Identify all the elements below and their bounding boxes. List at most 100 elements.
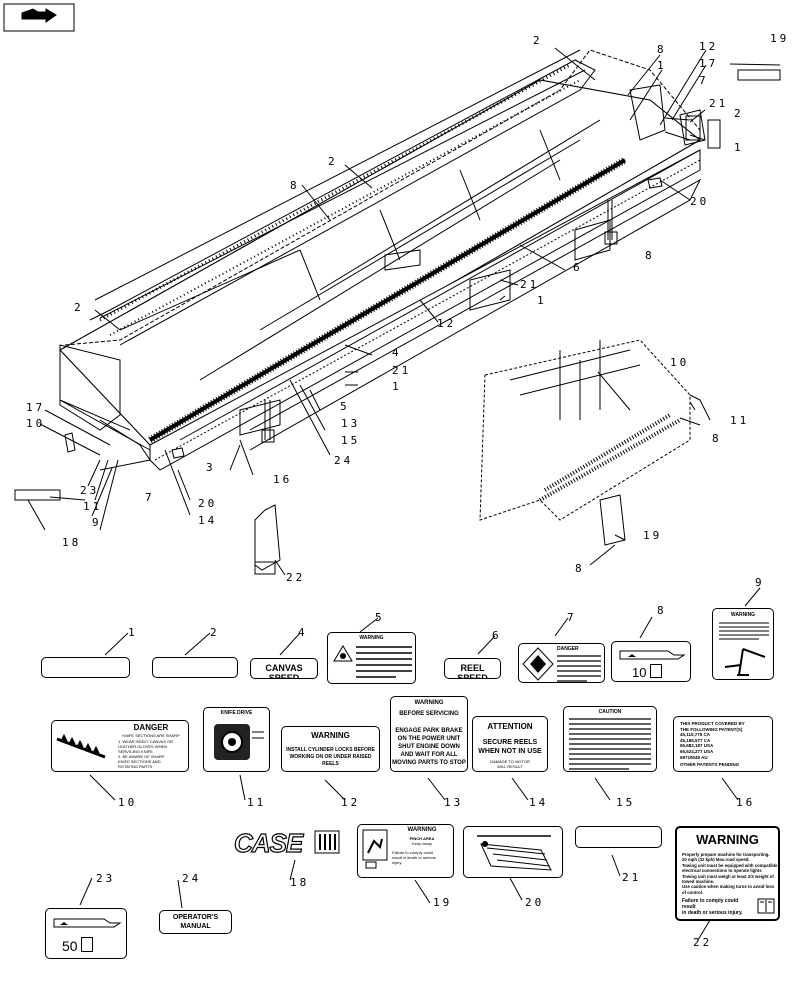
decal-number: 1 [128,626,138,639]
decal-14-header: ATTENTION [487,722,533,731]
decal-19-line: injury. [392,860,403,865]
decal-13-line: ON THE POWER UNIT [397,736,461,742]
decal-9-warning: WARNING [712,608,774,680]
callout-label: 2 [734,107,744,120]
callout-label: 8 [712,432,722,445]
decal-22-warning: WARNING Properly prepare machine for tra… [675,826,780,921]
decal-number: 22 [693,936,713,949]
decal-13-line: AND WAIT FOR ALL [400,752,458,758]
decal-19-line: result in death or serious [392,855,436,860]
decal-number: 7 [567,611,577,624]
decal-9-text-lines [719,622,769,640]
decal-13-subheader: BEFORE SERVICING [399,711,459,717]
decal-16-line: 65,682,187 USA [680,743,714,749]
decal-10-line: KNIFE SECTIONS AND [118,759,161,764]
decal-number: 18 [290,876,310,889]
decal-24-line: MANUAL [180,923,211,930]
case-logo-text: CASE [233,827,303,858]
callout-label: 2 [533,34,543,47]
decal-1-blank [41,657,130,678]
decal-13-header: WARNING [414,700,444,706]
decal-number: 12 [341,796,361,809]
decal-number: 19 [433,896,453,909]
callout-label: 8 [657,43,667,56]
level-gauge-icon [619,650,686,660]
callout-label: 1 [537,294,547,307]
decal-number: 15 [616,796,636,809]
callout-label: 12 [437,317,457,330]
decal-7-header: DANGER [557,646,579,652]
decal-22-line: 20 mph (32 kph) Max.road speed. [682,857,750,863]
pinwheel-safety-icon [522,647,554,681]
knife-drive-gearbox-icon [214,724,264,760]
decal-16-line: 45,110,775 CA [680,732,711,738]
callout-label: 19 [770,32,790,45]
decal-22-line: of control. [682,889,704,895]
callout-label: 21 [709,97,729,110]
callout-label: 4 [392,346,402,359]
callout-label: 21 [392,364,412,377]
decal-10-line: SERVICING KNIFE. [118,749,154,754]
callout-label: 20 [198,497,218,510]
decal-number: 20 [525,896,545,909]
callout-label: 12 [699,40,719,53]
callout-label: 11 [730,414,750,427]
decal-number: 23 [96,872,116,885]
callout-label: 18 [62,536,82,549]
decal-10-line: 1. WEAR HEAVY CANVAS OR [118,739,174,744]
decal-4-text: CANVAS SPEED [265,663,303,679]
decal-number: 24 [182,872,202,885]
hazard-entanglement-icon [333,645,353,662]
decal-9-header: WARNING [730,612,756,618]
decal-22-line: towed machine. [682,879,715,885]
decal-number: 21 [622,871,642,884]
decal-22-header: WARNING [696,832,759,847]
decal-12-line: WORKING ON OR UNDER RAISED REELS [289,754,372,767]
decal-5-text-lines [356,646,412,678]
callout-label: 20 [690,195,710,208]
decal-14-foot-line: WILL RESULT [497,764,523,769]
callout-label: 7 [699,74,709,87]
callout-label: 24 [334,454,354,467]
decal-number: 13 [444,796,464,809]
decal-15-text-lines [569,718,651,770]
decal-13-line: SHUT ENGINE DOWN [398,744,460,750]
decal-number: 11 [247,796,267,809]
callout-label: 10 [670,356,690,369]
decal-22-line: Towing unit must be equipped with compat… [682,862,778,868]
callout-label: 6 [573,261,583,274]
callout-label: 2 [74,301,84,314]
callout-label: 7 [145,491,155,504]
hitch-jack-icon [724,648,766,676]
callout-label: 9 [92,516,102,529]
decal-16-line: 65,624,277 USA [680,748,714,754]
manual-book-icon [757,898,775,914]
decal-10-line: ROTATING PARTS [118,764,153,769]
callout-label: 10 [26,417,46,430]
callout-label: 15 [341,434,361,447]
callout-label: 1 [657,59,667,72]
callout-label: 1 [392,380,402,393]
knife-sections-icon [56,733,106,759]
level-gauge-icon [53,918,122,928]
callout-label: 19 [643,529,663,542]
decal-13-warning: WARNING BEFORE SERVICING ENGAGE PARK BRA… [390,696,468,772]
decal-10-line: LEATHER GLOVES WHEN [118,744,168,749]
decal-19-line: Keep away [412,841,432,846]
decal-22-line: Use caution when making turns to avoid l… [682,884,775,890]
decal-13-line: ENGAGE PARK BRAKE [395,728,463,734]
decal-19-line: PINCH AREA [409,836,435,841]
callout-label: 23 [80,484,100,497]
decal-number: 6 [492,629,502,642]
decal-4-canvas-speed: CANVAS SPEED [250,658,318,679]
canvas-adjustment-diagram-icon [477,835,552,871]
decal-2-blank [152,657,238,678]
callout-label: 16 [273,473,293,486]
